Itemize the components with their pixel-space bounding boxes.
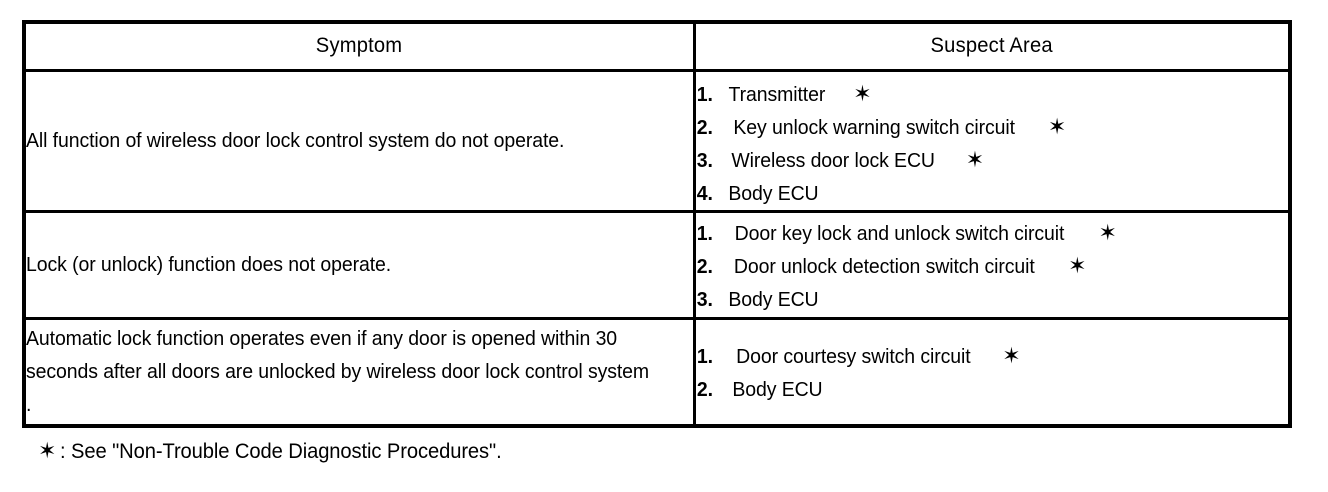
footnote: ✶: See "Non-Trouble Code Diagnostic Proc…	[38, 437, 520, 466]
symptom-text: All function of wireless door lock contr…	[26, 129, 565, 152]
suspect-area-list: 1. Door key lock and unlock switch circu…	[696, 217, 1289, 316]
list-item-label: Door courtesy switch circuit	[735, 344, 971, 368]
list-item-number: 3.	[696, 148, 713, 172]
table-header: Symptom Suspect Area	[22, 20, 1292, 72]
list-item-number: 4.	[696, 181, 713, 205]
suspect-area-cell: 1. Door courtesy switch circuit ✶ 2. Bod…	[692, 316, 1292, 428]
footnote-marker-icon: ✶	[1002, 342, 1021, 368]
table-row: All function of wireless door lock contr…	[22, 68, 1292, 213]
list-item-number: 1.	[696, 344, 713, 368]
list-item: 1. Door courtesy switch circuit ✶	[696, 340, 1289, 373]
diagnostic-symptom-table: Symptom Suspect Area All function of wir…	[22, 20, 1292, 428]
list-item: 4. Body ECU	[696, 177, 1289, 210]
footnote-marker-icon: ✶	[1068, 253, 1087, 278]
symptom-cell: All function of wireless door lock contr…	[22, 68, 696, 213]
column-header-symptom: Symptom	[22, 20, 696, 72]
symptom-text: Lock (or unlock) function does not opera…	[26, 253, 392, 276]
list-item-number: 3.	[696, 288, 713, 311]
table-body: All function of wireless door lock contr…	[22, 68, 1292, 428]
list-item: 1. Transmitter ✶	[696, 78, 1289, 111]
symptom-cell: Automatic lock function operates even if…	[22, 316, 696, 428]
list-item-number: 2.	[696, 255, 713, 278]
list-item: 3. Wireless door lock ECU ✶	[696, 144, 1289, 177]
footnote-marker-icon: ✶	[38, 438, 57, 463]
list-item-label: Body ECU	[731, 377, 823, 401]
list-item-label: Transmitter	[728, 82, 825, 106]
footnote-text: : See "Non-Trouble Code Diagnostic Proce…	[60, 440, 502, 463]
footnote-marker-icon: ✶	[1098, 220, 1117, 245]
list-item: 2. Key unlock warning switch circuit ✶	[696, 111, 1289, 144]
symptom-text: Automatic lock function operates even if…	[26, 327, 650, 417]
list-item-number: 2.	[696, 115, 713, 139]
column-header-suspect-area: Suspect Area	[692, 20, 1292, 72]
list-item: 2. Door unlock detection switch circuit …	[696, 250, 1289, 283]
list-item-label: Body ECU	[727, 288, 819, 311]
list-item: 2. Body ECU	[696, 373, 1289, 406]
suspect-area-list: 1. Transmitter ✶ 2. Key unlock warning s…	[696, 78, 1289, 210]
table-header-row: Symptom Suspect Area	[22, 20, 1292, 72]
list-item: 1. Door key lock and unlock switch circu…	[696, 217, 1289, 250]
list-item-label: Body ECU	[727, 181, 819, 205]
table-row: Automatic lock function operates even if…	[22, 316, 1292, 428]
list-item-label: Key unlock warning switch circuit	[732, 115, 1015, 139]
symptom-cell: Lock (or unlock) function does not opera…	[22, 209, 696, 320]
list-item-number: 1.	[696, 82, 713, 106]
footnote-marker-icon: ✶	[965, 146, 985, 172]
footnote-marker-icon: ✶	[853, 80, 872, 106]
column-header-suspect-area-label: Suspect Area	[930, 34, 1053, 58]
list-item-label: Door unlock detection switch circuit	[733, 255, 1035, 278]
list-item-number: 2.	[696, 377, 713, 401]
footnote-marker-icon: ✶	[1047, 113, 1067, 139]
suspect-area-list: 1. Door courtesy switch circuit ✶ 2. Bod…	[696, 340, 1289, 406]
suspect-area-cell: 1. Door key lock and unlock switch circu…	[692, 209, 1292, 320]
table-row: Lock (or unlock) function does not opera…	[22, 209, 1292, 320]
list-item-number: 1.	[696, 222, 713, 245]
suspect-area-cell: 1. Transmitter ✶ 2. Key unlock warning s…	[692, 68, 1292, 213]
list-item-label: Wireless door lock ECU	[730, 148, 935, 172]
list-item-label: Door key lock and unlock switch circuit	[734, 222, 1064, 245]
column-header-symptom-label: Symptom	[316, 34, 403, 58]
list-item: 3. Body ECU	[696, 283, 1289, 316]
